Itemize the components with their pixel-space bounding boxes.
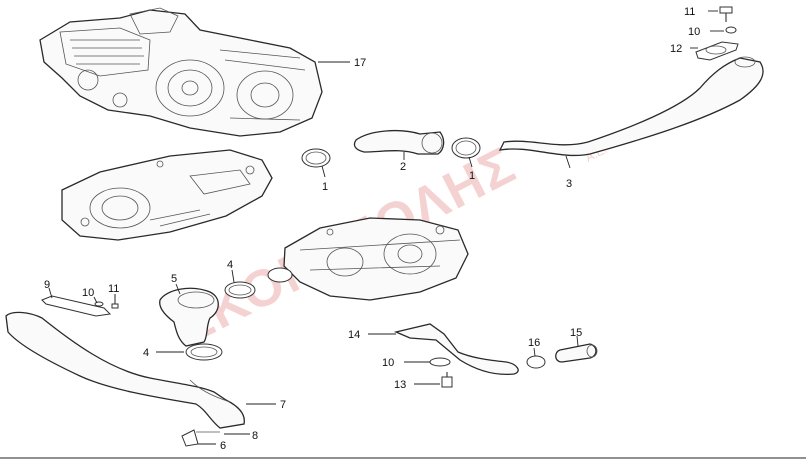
bolt-13 xyxy=(441,372,453,388)
callout-5: 5 xyxy=(171,273,177,285)
clamp-4-upper xyxy=(224,281,256,299)
callout-10-lower: 10 xyxy=(382,357,394,369)
callout-10-top: 10 xyxy=(688,26,700,38)
callout-7: 7 xyxy=(280,399,286,411)
clip-6 xyxy=(181,429,199,447)
exhaust-pipe-7 xyxy=(5,311,245,429)
hose-stub xyxy=(267,267,293,283)
callout-16: 16 xyxy=(528,337,540,349)
callout-15: 15 xyxy=(570,327,582,339)
long-pipe-3 xyxy=(498,56,764,157)
plug-16 xyxy=(526,355,546,369)
callout-11-top: 11 xyxy=(684,6,695,18)
callout-1-right: 1 xyxy=(469,170,475,182)
gasket-9 xyxy=(41,295,112,317)
clamp-1-left xyxy=(301,148,331,168)
bolt-11-left xyxy=(111,294,119,309)
callout-9: 9 xyxy=(44,279,50,291)
callout-3: 3 xyxy=(566,178,572,190)
crankcase xyxy=(283,217,469,301)
clamp-4-lower xyxy=(185,343,223,361)
callout-14: 14 xyxy=(348,329,360,341)
callout-4-lower: 4 xyxy=(143,347,149,359)
clamp-1-right xyxy=(451,137,481,159)
washer-10-lower xyxy=(429,357,451,367)
washer-10-left xyxy=(94,301,104,307)
callout-13: 13 xyxy=(394,379,406,391)
pipe-14 xyxy=(393,323,519,376)
hose-5 xyxy=(159,287,219,347)
callout-1-left: 1 xyxy=(322,181,328,193)
washer-10-top xyxy=(725,26,737,34)
gasket-12 xyxy=(695,41,739,61)
callout-17: 17 xyxy=(354,57,366,69)
callout-4-upper: 4 xyxy=(227,259,233,271)
bolt-11-top xyxy=(719,6,733,22)
callout-6: 6 xyxy=(220,440,226,452)
callout-2: 2 xyxy=(400,161,406,173)
callout-8: 8 xyxy=(252,430,258,442)
elbow-hose-2 xyxy=(353,130,445,155)
engine-assembly xyxy=(39,7,323,137)
fitting-15 xyxy=(555,343,598,363)
callout-12: 12 xyxy=(670,43,682,55)
side-cover xyxy=(61,149,273,241)
callout-11-left: 11 xyxy=(108,283,119,295)
callout-10-left: 10 xyxy=(82,287,94,299)
